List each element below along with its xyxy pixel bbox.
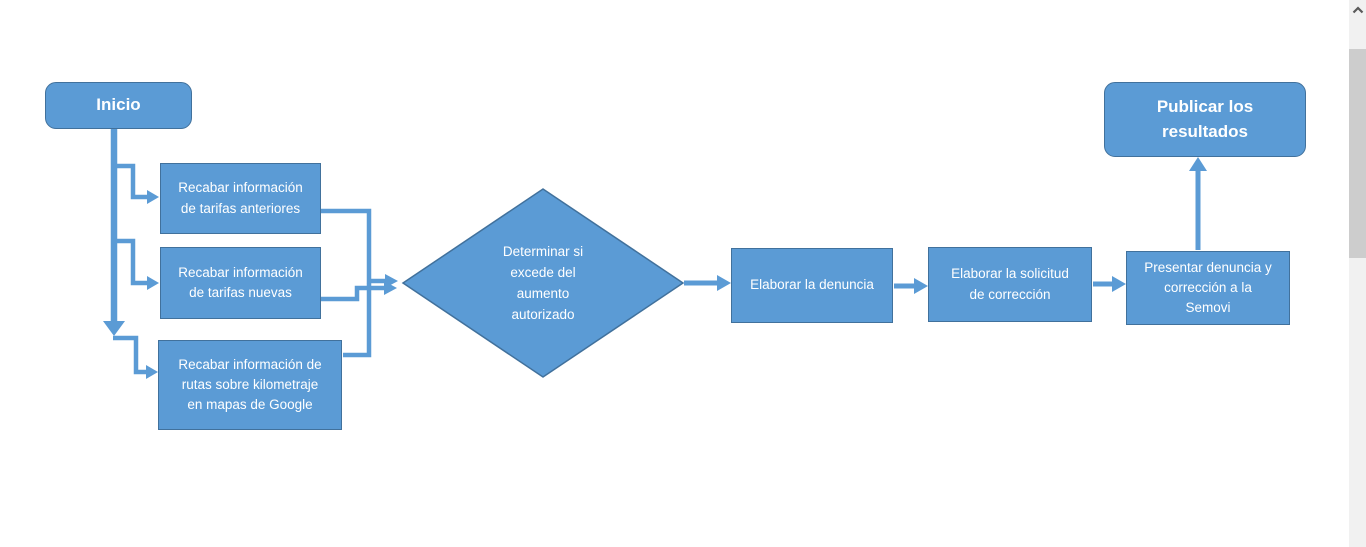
scrollbar-up-button[interactable]	[1349, 0, 1366, 20]
node-label-elaborar-denuncia: Elaborar la denuncia	[750, 277, 874, 293]
connector-denuncia-to-solicitud	[894, 278, 928, 294]
vertical-scrollbar[interactable]	[1349, 0, 1366, 547]
flowchart-node-presentar-denuncia: Presentar denuncia y corrección a la Sem…	[1126, 251, 1290, 325]
flowchart-node-inicio: Inicio	[45, 82, 192, 129]
connector-presentar-to-publicar	[1189, 157, 1207, 250]
chevron-up-icon	[1352, 6, 1363, 14]
flowchart-node-determinar-label: Determinar si excede del aumento autoriz…	[453, 233, 633, 335]
connector-inicio-to-rutas	[113, 335, 158, 379]
node-label-recabar-rutas: Recabar información de rutas sobre kilom…	[178, 356, 322, 413]
node-label-inicio: Inicio	[96, 95, 141, 115]
flowchart-node-elaborar-denuncia: Elaborar la denuncia	[731, 248, 893, 323]
node-label-publicar-resultados: Publicar los resultados	[1156, 96, 1254, 141]
connector-inicio-trunk	[103, 129, 125, 336]
node-label-determinar: Determinar si excede del aumento autoriz…	[502, 244, 584, 322]
flowchart-node-publicar-resultados: Publicar los resultados	[1104, 82, 1306, 157]
node-label-presentar-denuncia: Presentar denuncia y corrección a la Sem…	[1144, 259, 1272, 316]
decision-diamond	[401, 188, 685, 378]
connector-anteriores-to-determinar	[321, 208, 398, 288]
connector-rutas-to-determinar	[343, 283, 372, 358]
node-label-elaborar-solicitud: Elaborar la solicitud de corrección	[951, 266, 1069, 302]
flowchart-node-recabar-rutas: Recabar información de rutas sobre kilom…	[158, 340, 342, 430]
connector-solicitud-to-presentar	[1093, 276, 1126, 292]
connector-inicio-to-anteriores	[111, 163, 159, 204]
connector-inicio-to-nuevas	[111, 238, 159, 290]
node-label-recabar-tarifas-anteriores: Recabar información de tarifas anteriore…	[178, 180, 303, 216]
connector-nuevas-to-determinar	[321, 281, 397, 302]
flowchart-node-recabar-tarifas-nuevas: Recabar información de tarifas nuevas	[160, 247, 321, 319]
scrollbar-thumb[interactable]	[1349, 49, 1366, 258]
connector-determinar-to-denuncia	[684, 275, 731, 291]
flowchart-node-recabar-tarifas-anteriores: Recabar información de tarifas anteriore…	[160, 163, 321, 234]
node-label-recabar-tarifas-nuevas: Recabar información de tarifas nuevas	[178, 264, 303, 300]
flowchart-node-elaborar-solicitud: Elaborar la solicitud de corrección	[928, 247, 1092, 322]
